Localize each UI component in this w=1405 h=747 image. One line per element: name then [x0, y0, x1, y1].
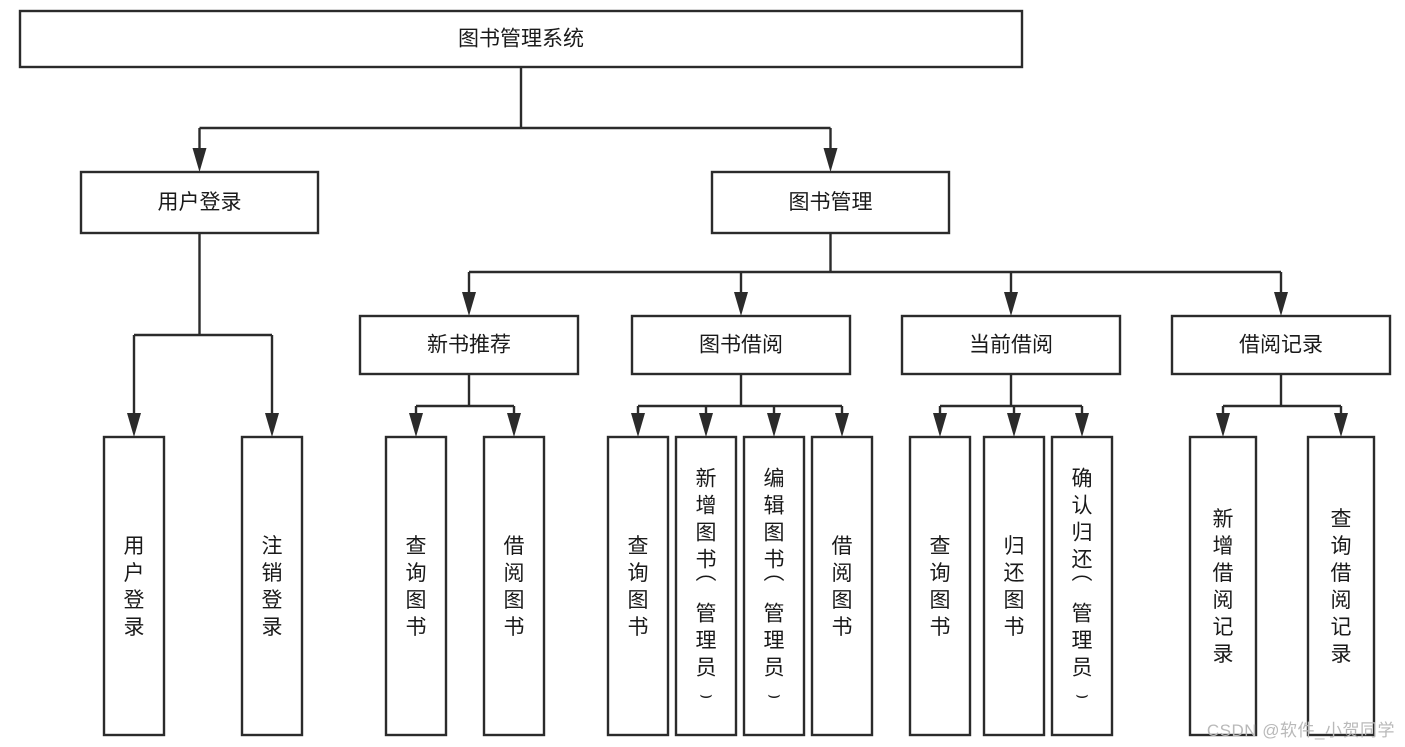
node-leaf-bb-add[interactable]: 新增图书⌒管理员⌣: [674, 435, 738, 737]
arrow-head: [192, 148, 207, 172]
connector-group: [409, 374, 521, 437]
node-leaf-user-logout[interactable]: 注销登录: [240, 435, 304, 737]
node-box[interactable]: [1306, 435, 1376, 737]
node-label: 注销登录: [262, 535, 283, 639]
node-label: 查询图书: [930, 535, 951, 639]
arrow-head: [767, 413, 781, 437]
arrow-head: [699, 413, 713, 437]
node-leaf-bb-edit[interactable]: 编辑图书⌒管理员⌣: [742, 435, 806, 737]
node-leaf-user-login[interactable]: 用户登录: [102, 435, 166, 737]
node-label: 借阅图书: [504, 535, 525, 639]
node-label: 确认归还⌒管理员⌣: [1072, 468, 1093, 707]
node-box[interactable]: [900, 314, 1122, 376]
node-label: 编辑图书⌒管理员⌣: [764, 468, 785, 707]
node-leaf-cb-confirm[interactable]: 确认归还⌒管理员⌣: [1050, 435, 1114, 737]
node-box[interactable]: [102, 435, 166, 737]
node-label: 新增借阅记录: [1213, 508, 1234, 666]
arrow-head: [1216, 413, 1230, 437]
node-root[interactable]: 图书管理系统: [18, 9, 1024, 69]
node-borrow-record[interactable]: 借阅记录: [1170, 314, 1392, 376]
node-label: 图书管理: [789, 191, 873, 214]
node-book-manage[interactable]: 图书管理: [710, 170, 951, 235]
node-label: 归还图书: [1004, 535, 1025, 639]
node-box[interactable]: [240, 435, 304, 737]
node-label: 新书推荐: [427, 334, 511, 357]
connector-layer: [127, 67, 1348, 437]
node-user-login[interactable]: 用户登录: [79, 170, 320, 235]
node-leaf-cb-query[interactable]: 查询图书: [908, 435, 972, 737]
node-box[interactable]: [482, 435, 546, 737]
node-box[interactable]: [1050, 435, 1114, 737]
node-box[interactable]: [982, 435, 1046, 737]
node-box[interactable]: [630, 314, 852, 376]
connector-group: [1216, 374, 1348, 437]
node-label: 新增图书⌒管理员⌣: [696, 468, 717, 707]
arrow-head: [835, 413, 849, 437]
node-layer: 图书管理系统用户登录图书管理新书推荐图书借阅当前借阅借阅记录用户登录注销登录查询…: [18, 9, 1392, 737]
node-box[interactable]: [1188, 435, 1258, 737]
node-label: 用户登录: [158, 191, 242, 214]
node-box[interactable]: [710, 170, 951, 235]
node-box[interactable]: [358, 314, 580, 376]
arrow-head: [1007, 413, 1021, 437]
node-label: 图书借阅: [699, 334, 783, 357]
arrow-head: [265, 413, 279, 437]
node-label: 借阅图书: [832, 535, 853, 639]
node-label: 用户登录: [124, 535, 145, 639]
node-box[interactable]: [1170, 314, 1392, 376]
node-label: 查询借阅记录: [1331, 508, 1352, 666]
node-leaf-br-add[interactable]: 新增借阅记录: [1188, 435, 1258, 737]
node-label: 查询图书: [406, 535, 427, 639]
connector-group: [933, 374, 1089, 437]
arrow-head: [1334, 413, 1348, 437]
connector-group: [192, 67, 838, 172]
node-box[interactable]: [674, 435, 738, 737]
node-leaf-bb-borrow[interactable]: 借阅图书: [810, 435, 874, 737]
node-leaf-bb-query[interactable]: 查询图书: [606, 435, 670, 737]
node-leaf-cb-return[interactable]: 归还图书: [982, 435, 1046, 737]
node-box[interactable]: [18, 9, 1024, 69]
arrow-head: [1004, 292, 1018, 316]
node-label: 图书管理系统: [458, 28, 584, 51]
arrow-head: [734, 292, 748, 316]
node-leaf-rec-borrow[interactable]: 借阅图书: [482, 435, 546, 737]
arrow-head: [823, 148, 838, 172]
arrow-head: [462, 292, 476, 316]
node-book-borrow[interactable]: 图书借阅: [630, 314, 852, 376]
connector-group: [462, 233, 1288, 316]
connector-group: [631, 374, 849, 437]
connector-group: [127, 233, 279, 437]
node-box[interactable]: [384, 435, 448, 737]
node-box[interactable]: [606, 435, 670, 737]
arrow-head: [933, 413, 947, 437]
watermark-label: CSDN @软件_小贺同学: [1206, 721, 1395, 740]
node-box[interactable]: [742, 435, 806, 737]
arrow-head: [1274, 292, 1288, 316]
arrow-head: [127, 413, 141, 437]
node-label: 查询图书: [628, 535, 649, 639]
node-box[interactable]: [908, 435, 972, 737]
node-current-borrow[interactable]: 当前借阅: [900, 314, 1122, 376]
node-label: 借阅记录: [1239, 334, 1323, 357]
node-box[interactable]: [79, 170, 320, 235]
arrow-head: [631, 413, 645, 437]
arrow-head: [1075, 413, 1089, 437]
arrow-head: [507, 413, 521, 437]
node-leaf-rec-query[interactable]: 查询图书: [384, 435, 448, 737]
node-new-book-rec[interactable]: 新书推荐: [358, 314, 580, 376]
node-box[interactable]: [810, 435, 874, 737]
node-label: 当前借阅: [969, 334, 1053, 357]
arrow-head: [409, 413, 423, 437]
node-leaf-br-query[interactable]: 查询借阅记录: [1306, 435, 1376, 737]
